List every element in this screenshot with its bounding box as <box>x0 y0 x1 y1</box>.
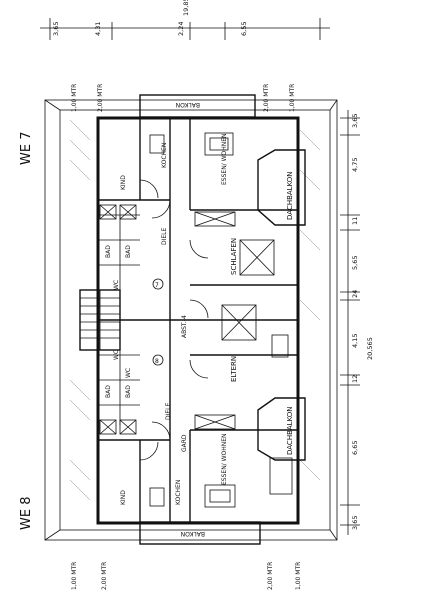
top-dim-2: 4,31 <box>94 22 102 36</box>
right-dimension-line: 3,65 4,75 11 5,65 24 4,15 12 6,65 20,565… <box>340 110 374 535</box>
room-kochen-bottom: KOCHEN <box>175 480 182 505</box>
right-dim-last: 3,65 <box>351 516 359 530</box>
right-dim-2: 4,75 <box>351 158 359 172</box>
margin-bottom-left-2: 2,00 MTR <box>101 562 108 590</box>
margin-labels-bottom: 1,00 MTR 2,00 MTR 2,00 MTR 1,00 MTR <box>71 562 302 590</box>
marker-8: 8 <box>155 358 159 365</box>
right-dim-4: 5,65 <box>351 256 359 270</box>
margin-labels-top: 1,00 MTR 2,00 MTR 2,00 MTR 1,00 MTR <box>71 84 296 112</box>
room-diele-top: DIELE <box>161 227 168 245</box>
room-bad-4: BAD <box>125 385 132 398</box>
room-bad-2: BAD <box>125 245 132 258</box>
top-dim-total: 19,85 <box>182 0 190 16</box>
right-dim-1: 3,65 <box>351 114 359 128</box>
top-dim-1: 3,65 <box>52 22 60 36</box>
right-dim-7: 12 <box>351 375 359 383</box>
marker-7: 7 <box>155 282 159 289</box>
top-dim-3: 2,24 <box>177 22 185 36</box>
balkon-top-label: BALKON <box>176 101 200 108</box>
right-dim-6: 4,15 <box>351 334 359 348</box>
unit-label-we7: WE 7 <box>19 132 34 165</box>
room-wc-3: WC <box>125 368 132 378</box>
roof-outline <box>44 99 338 541</box>
building-walls <box>96 116 300 525</box>
room-schlafen: SCHLAFEN <box>230 238 238 275</box>
room-dachbalkon-bottom: DACHBALKON <box>286 406 294 455</box>
room-essen-top-1: ESSEN/ WOHNEN <box>221 133 228 185</box>
room-wc-1: WC <box>113 280 120 290</box>
room-dachbalkon-top: DACHBALKON <box>286 171 294 220</box>
room-eltern: ELTERN <box>230 356 238 382</box>
room-kochen-top: KOCHEN <box>161 143 168 168</box>
door-arcs <box>139 179 209 461</box>
right-dim-total: 20,565 <box>366 337 374 360</box>
right-dim-8: 6,65 <box>351 441 359 455</box>
room-gard: GARD <box>181 434 188 452</box>
unit-label-we8: WE 8 <box>19 497 34 530</box>
furniture <box>149 132 293 508</box>
margin-top-right-1: 2,00 MTR <box>263 84 270 112</box>
room-kind-bottom: KIND <box>120 490 127 505</box>
stairwell <box>79 289 121 351</box>
margin-top-left-1: 1,00 MTR <box>71 84 78 112</box>
top-dim-4: 6,55 <box>240 22 248 36</box>
hatch-pattern <box>69 119 321 501</box>
roof-balconies <box>257 149 306 461</box>
shaft-markers <box>99 204 275 435</box>
margin-bottom-right-1: 2,00 MTR <box>267 562 274 590</box>
room-bad-3: BAD <box>105 385 112 398</box>
top-dimension-line: 3,65 4,31 2,24 6,55 19,85 <box>40 0 330 40</box>
room-kind-top: KIND <box>120 175 127 190</box>
margin-top-right-2: 1,00 MTR <box>289 84 296 112</box>
room-wc-2: WC <box>113 350 120 360</box>
room-labels: KIND KIND KOCHEN KOCHEN ESSEN/ WOHNEN ES… <box>105 133 294 505</box>
margin-bottom-right-2: 1,00 MTR <box>295 562 302 590</box>
balcony-bottom: BALKON <box>139 521 261 545</box>
room-essen-bottom: ESSEN/ WOHNEN <box>221 433 228 485</box>
margin-top-left-2: 2,00 MTR <box>97 84 104 112</box>
room-diele-bottom: DIELE <box>165 402 172 420</box>
balkon-bottom-label: BALKON <box>181 530 205 537</box>
right-dim-5: 24 <box>351 290 359 298</box>
room-bad-1: BAD <box>105 245 112 258</box>
balcony-top: BALKON <box>139 94 256 118</box>
right-dim-3: 11 <box>351 217 359 225</box>
margin-bottom-left-1: 1,00 MTR <box>71 562 78 590</box>
room-abst: ABST.-4 <box>181 315 188 338</box>
